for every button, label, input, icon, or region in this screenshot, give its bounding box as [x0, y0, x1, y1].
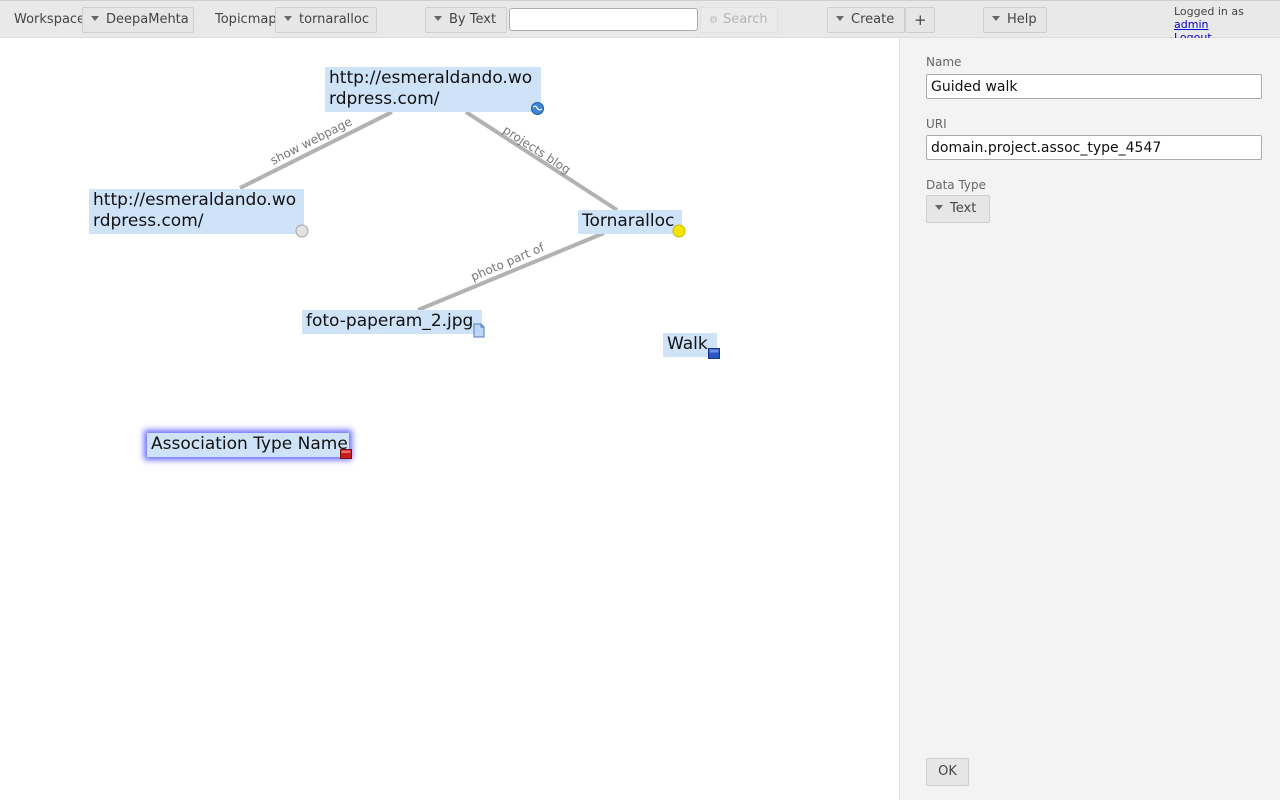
gear-icon: ⚙ — [709, 15, 718, 26]
name-field[interactable] — [926, 74, 1262, 99]
uri-label: URI — [926, 117, 947, 131]
topicmap-select-value: tornaralloc — [299, 12, 370, 27]
toolbar: Workspace DeepaMehta Topicmap tornarallo… — [0, 0, 1280, 44]
topicmap-canvas[interactable]: show webpage projects blog photo part of… — [0, 38, 899, 800]
data-type-value: Text — [950, 201, 977, 216]
data-type-select[interactable]: Text — [926, 195, 990, 223]
globe-icon — [531, 102, 544, 115]
help-button[interactable]: Help — [983, 7, 1047, 33]
blue-box-icon — [708, 348, 720, 359]
workspace-label: Workspace — [14, 12, 86, 27]
chevron-down-icon — [91, 16, 99, 21]
uri-field[interactable] — [926, 135, 1262, 160]
create-button-label: Create — [851, 12, 895, 27]
topic-file-foto[interactable]: foto-paperam_2.jpg — [302, 310, 482, 334]
search-mode-select[interactable]: By Text — [425, 7, 507, 33]
help-button-label: Help — [1007, 12, 1037, 27]
red-box-icon — [340, 449, 352, 459]
topic-label: http://esmeraldando.wordpress.com/ — [329, 68, 533, 109]
topic-label: foto-paperam_2.jpg — [306, 311, 474, 331]
topic-label: Walk — [667, 334, 708, 354]
association-edge-show-webpage[interactable] — [239, 110, 393, 190]
search-button[interactable]: ⚙ Search — [700, 7, 778, 33]
topic-webpage-url[interactable]: http://esmeraldando.wordpress.com/ — [325, 67, 541, 112]
workspace-select[interactable]: DeepaMehta — [82, 7, 194, 33]
name-label: Name — [926, 55, 962, 69]
detail-panel: Name URI Data Type Text OK — [899, 38, 1280, 800]
yellow-circle-icon — [672, 224, 686, 238]
topic-label: http://esmeraldando.wordpress.com/ — [93, 190, 297, 231]
topic-association-type-name[interactable]: Association Type Name — [147, 433, 349, 457]
topicmap-label: Topicmap — [215, 12, 277, 27]
search-mode-value: By Text — [449, 12, 497, 27]
chevron-down-icon — [284, 16, 292, 21]
search-button-label: Search — [722, 12, 768, 27]
topic-label: Association Type Name — [151, 434, 348, 454]
topic-web-resource-url[interactable]: http://esmeraldando.wordpress.com/ — [89, 189, 304, 234]
association-label-projects-blog: projects blog — [500, 123, 573, 177]
association-edge-projects-blog[interactable] — [464, 110, 619, 212]
association-edge-photo-part-of[interactable] — [417, 231, 605, 312]
workspace-select-value: DeepaMehta — [106, 12, 189, 27]
chevron-down-icon — [935, 205, 943, 210]
chevron-down-icon — [434, 16, 442, 21]
association-layer: show webpage projects blog photo part of — [239, 110, 619, 312]
chevron-down-icon — [836, 16, 844, 21]
file-icon — [473, 323, 485, 338]
association-label-show-webpage: show webpage — [268, 115, 354, 168]
topic-label: Tornaralloc — [582, 211, 675, 231]
ok-button[interactable]: OK — [926, 758, 969, 786]
chevron-down-icon — [992, 16, 1000, 21]
gray-circle-icon — [295, 224, 309, 238]
create-button[interactable]: Create — [827, 7, 905, 33]
topic-tornaralloc[interactable]: Tornaralloc — [578, 210, 682, 234]
add-button[interactable]: + — [905, 7, 935, 33]
login-prefix: Logged in as — [1174, 5, 1244, 18]
data-type-label: Data Type — [926, 178, 987, 192]
topicmap-select[interactable]: tornaralloc — [275, 7, 377, 33]
admin-link[interactable]: admin — [1174, 18, 1209, 31]
search-input[interactable] — [509, 8, 698, 31]
